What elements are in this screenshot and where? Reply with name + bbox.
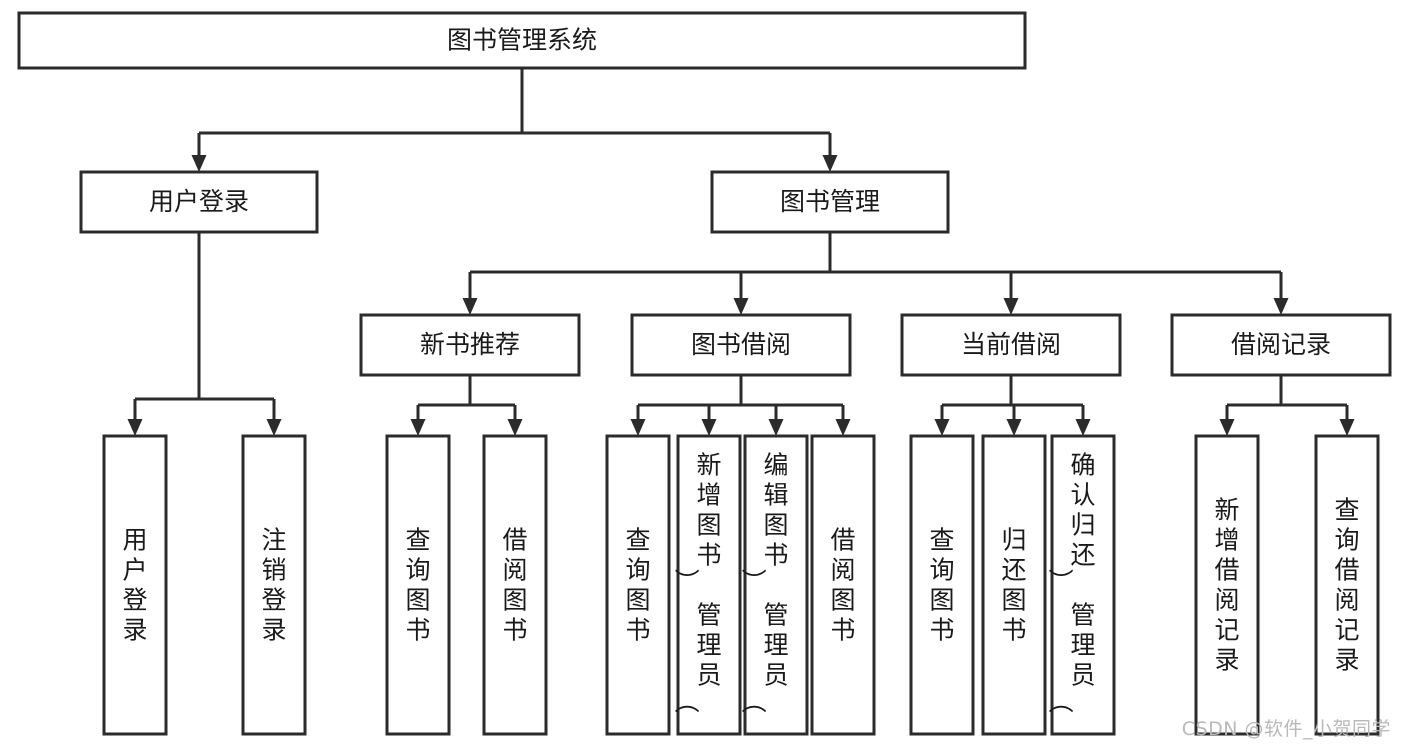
node-label: 用户登录 — [122, 525, 147, 644]
node-box[interactable] — [359, 313, 581, 377]
node-book-borrow[interactable]: 图书借阅 — [630, 313, 852, 377]
node-label: 用户登录 — [149, 187, 249, 216]
node-leaf-add-borrow-record[interactable]: 新增借阅记录 — [1194, 434, 1260, 736]
connector-group — [934, 375, 1091, 436]
node-label: 编辑图书（管理员） — [740, 450, 788, 713]
node-label: 当前借阅 — [961, 330, 1061, 359]
csdn-watermark: CSDN @软件_小贺同学 — [1181, 718, 1391, 740]
node-label: 查询借阅记录 — [1334, 495, 1359, 674]
node-box[interactable] — [241, 434, 307, 736]
node-box[interactable] — [1314, 434, 1380, 736]
node-layer: 图书管理系统用户登录图书管理新书推荐图书借阅当前借阅借阅记录用户登录注销登录查询… — [17, 11, 1392, 736]
node-box[interactable] — [743, 434, 809, 736]
node-box[interactable] — [710, 170, 950, 234]
connector-group — [127, 232, 282, 436]
node-box[interactable] — [630, 313, 852, 377]
node-label: 新增借阅记录 — [1214, 495, 1239, 674]
node-label: 查询图书 — [929, 525, 954, 644]
node-box[interactable] — [909, 434, 975, 736]
connector-arrowhead — [1006, 419, 1022, 436]
connector-arrowhead — [1273, 298, 1289, 315]
node-leaf-query-book-recommend[interactable]: 查询图书 — [385, 434, 451, 736]
node-label: 查询图书 — [405, 525, 430, 644]
node-label: 查询图书 — [625, 525, 650, 644]
node-label: 确认归还（管理员） — [1047, 450, 1095, 713]
node-label: 图书管理 — [780, 187, 880, 216]
node-current-borrow[interactable]: 当前借阅 — [900, 313, 1122, 377]
node-root[interactable]: 图书管理系统 — [17, 11, 1027, 70]
node-box[interactable] — [79, 170, 319, 234]
node-label: 借阅图书 — [502, 525, 527, 644]
node-leaf-confirm-return[interactable]: 确认归还（管理员） — [1047, 434, 1116, 736]
connector-group — [462, 232, 1289, 315]
node-label: 新增图书（管理员） — [673, 450, 721, 713]
node-box[interactable] — [1170, 313, 1392, 377]
node-box[interactable] — [676, 434, 742, 736]
connector-arrowhead — [1219, 419, 1235, 436]
connector-arrowhead — [934, 419, 950, 436]
node-label: 借阅记录 — [1231, 330, 1331, 359]
connector-arrowhead — [1003, 298, 1019, 315]
connector-arrowhead — [701, 419, 717, 436]
node-leaf-query-book-current[interactable]: 查询图书 — [909, 434, 975, 736]
connector-arrowhead — [191, 155, 207, 172]
node-leaf-user-logout[interactable]: 注销登录 — [241, 434, 307, 736]
connector-group — [410, 375, 523, 436]
connector-arrowhead — [768, 419, 784, 436]
connector-arrowhead — [835, 419, 851, 436]
connector-arrowhead — [630, 419, 646, 436]
node-leaf-query-book-borrow[interactable]: 查询图书 — [605, 434, 671, 736]
connector-arrowhead — [733, 298, 749, 315]
node-box[interactable] — [102, 434, 168, 736]
node-box[interactable] — [17, 11, 1027, 70]
connector-arrowhead — [507, 419, 523, 436]
connector-group — [1219, 375, 1355, 436]
connector-arrowhead — [410, 419, 426, 436]
node-leaf-return-book[interactable]: 归还图书 — [981, 434, 1047, 736]
connector-group — [191, 68, 838, 172]
node-leaf-borrow-book[interactable]: 借阅图书 — [810, 434, 876, 736]
node-user-login[interactable]: 用户登录 — [79, 170, 319, 234]
node-book-manage[interactable]: 图书管理 — [710, 170, 950, 234]
node-leaf-user-login[interactable]: 用户登录 — [102, 434, 168, 736]
connector-arrowhead — [1075, 419, 1091, 436]
connector-arrowhead — [1339, 419, 1355, 436]
node-new-book-recommend[interactable]: 新书推荐 — [359, 313, 581, 377]
node-leaf-borrow-book-recommend[interactable]: 借阅图书 — [482, 434, 548, 736]
node-box[interactable] — [1050, 434, 1116, 736]
node-box[interactable] — [605, 434, 671, 736]
node-box[interactable] — [981, 434, 1047, 736]
node-box[interactable] — [1194, 434, 1260, 736]
connector-arrowhead — [822, 155, 838, 172]
node-label: 图书管理系统 — [447, 26, 597, 55]
connector-arrowhead — [462, 298, 478, 315]
node-box[interactable] — [385, 434, 451, 736]
node-box[interactable] — [482, 434, 548, 736]
connector-layer — [127, 68, 1355, 436]
node-label: 新书推荐 — [420, 330, 520, 359]
node-leaf-query-borrow-record[interactable]: 查询借阅记录 — [1314, 434, 1380, 736]
connector-group — [630, 375, 851, 436]
node-box[interactable] — [810, 434, 876, 736]
node-borrow-record[interactable]: 借阅记录 — [1170, 313, 1392, 377]
node-label: 注销登录 — [261, 525, 286, 644]
connector-arrowhead — [266, 419, 282, 436]
connector-arrowhead — [127, 419, 143, 436]
node-label: 图书借阅 — [691, 330, 791, 359]
node-leaf-edit-book[interactable]: 编辑图书（管理员） — [740, 434, 809, 736]
node-label: 归还图书 — [1001, 525, 1026, 644]
node-label: 借阅图书 — [830, 525, 855, 644]
node-leaf-add-book[interactable]: 新增图书（管理员） — [673, 434, 742, 736]
node-box[interactable] — [900, 313, 1122, 377]
